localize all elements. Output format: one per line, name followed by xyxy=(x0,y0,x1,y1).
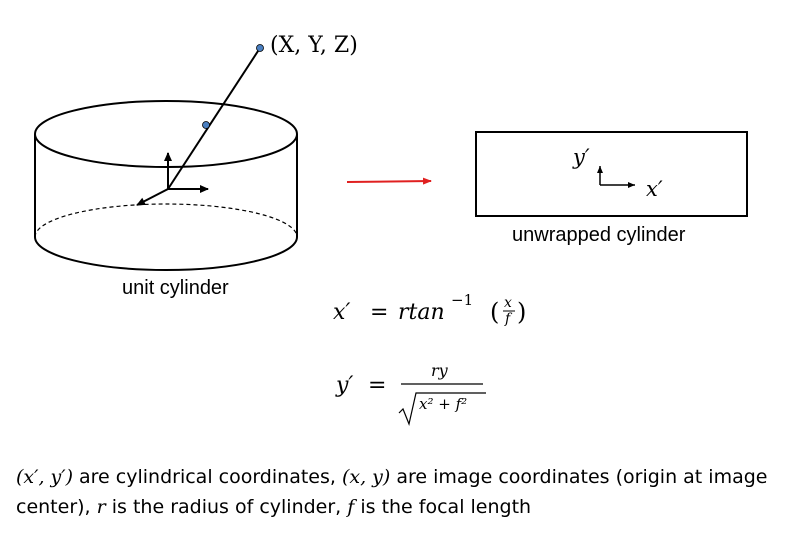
caption-var-cylindrical: (x′, y′) xyxy=(16,466,73,488)
mapping-arrow xyxy=(346,177,432,185)
cylinder-bottom-front xyxy=(34,236,298,271)
unwrapped-x-axis-label: x′ xyxy=(646,177,663,201)
cylinder-bottom-back-dashed xyxy=(34,203,298,238)
projection-ray xyxy=(167,47,261,190)
eq1-right-paren: ) xyxy=(517,298,527,326)
caption-text-3: is the radius of cylinder, xyxy=(105,496,348,518)
unit-cylinder xyxy=(34,100,298,271)
axis-diagonal xyxy=(136,188,169,206)
eq1-frac-numerator: x xyxy=(504,295,512,311)
eq1-lhs: x′ xyxy=(333,300,351,325)
unwrapped-y-axis-label: y′ xyxy=(573,145,590,169)
caption-var-image: (x, y) xyxy=(341,466,391,488)
sqrt-symbol xyxy=(398,392,486,427)
eq2-equals: = xyxy=(368,373,387,398)
eq1-rhs-base: rtan xyxy=(398,300,445,325)
caption-text-2: are image coordinates (origin at image c… xyxy=(16,466,768,518)
eq1-left-paren: ( xyxy=(490,298,500,326)
eq2-numerator: ry xyxy=(431,361,448,380)
eq1-superscript: −1 xyxy=(451,291,474,309)
cylinder-axes xyxy=(136,152,209,206)
unwrapped-cylinder-rect xyxy=(475,131,748,217)
eq1-frac-denominator: f xyxy=(505,311,511,327)
unit-cylinder-label: unit cylinder xyxy=(122,277,229,299)
cylinder-top-ellipse xyxy=(34,100,298,168)
world-point-marker xyxy=(256,44,264,52)
caption-var-r: r xyxy=(96,496,106,518)
eq2-denominator: x² + f² xyxy=(419,395,468,413)
eq1-equals: = xyxy=(370,300,389,325)
world-point-label: (X, Y, Z) xyxy=(270,33,358,58)
caption-text-4: is the focal length xyxy=(354,496,532,518)
caption-text: (x′, y′) are cylindrical coordinates, (x… xyxy=(16,462,796,522)
unwrapped-cylinder-label: unwrapped cylinder xyxy=(512,224,686,246)
cylinder-intersection-marker xyxy=(202,121,210,129)
eq2-lhs: y′ xyxy=(336,373,354,398)
caption-text-1: are cylindrical coordinates, xyxy=(72,466,342,488)
caption-var-f: f xyxy=(347,496,355,518)
